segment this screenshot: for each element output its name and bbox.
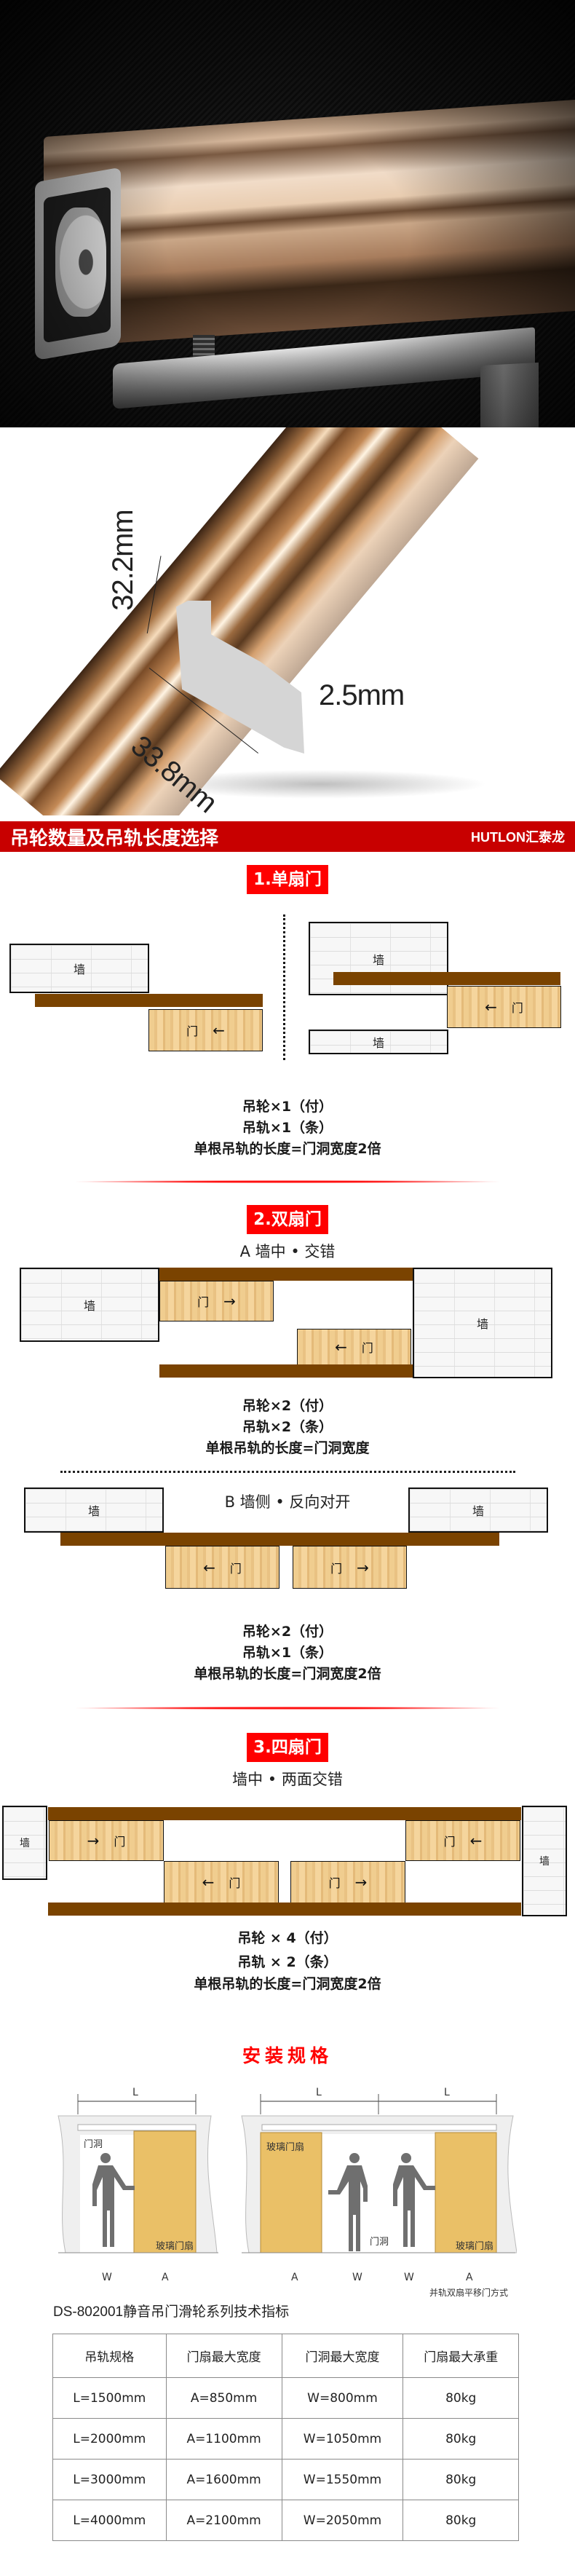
dotted-divider: [60, 1471, 515, 1473]
divider: [76, 1180, 499, 1183]
install-caption: 并轨双扇平移门方式: [429, 2288, 509, 2298]
badge-four-door: 3.四扇门: [247, 1733, 328, 1762]
brand-logo: HUTLON汇泰龙: [471, 830, 565, 845]
badge-double-door: 2.双扇门: [247, 1205, 328, 1234]
wall-block: 墙: [24, 1487, 164, 1533]
door-panel: 门←: [405, 1820, 520, 1861]
wall-block: 墙: [9, 944, 149, 993]
profile-dimension-photo: 32.2mm 2.5mm 33.8mm: [0, 427, 575, 815]
door-panel: →门: [49, 1820, 164, 1861]
wall-block: 墙: [408, 1487, 548, 1533]
double-door-a-diagram: 墙 门→ ←门 墙: [0, 1266, 575, 1378]
door-panel: ←门: [297, 1329, 411, 1365]
wall-block: 墙: [522, 1806, 567, 1916]
door-panel: 门←: [148, 1009, 263, 1051]
four-door-diagram: 墙 →门 门← ←门 门→ 墙: [0, 1806, 575, 1916]
arrow-right-icon: →: [87, 1832, 100, 1849]
subtitle-variant-a: A 墙中 • 交错: [239, 1243, 336, 1260]
wall-block: 墙: [413, 1268, 552, 1378]
spec-double-door-a: 吊轮×2（付） 吊轨×2（条） 单根吊轨的长度=门洞宽度: [205, 1398, 370, 1456]
divider: [76, 1707, 499, 1710]
single-install-figure: L 门洞 玻璃门扇: [57, 2079, 224, 2261]
section-title: 吊轮数量及吊轨长度选择: [10, 827, 219, 850]
arrow-left-icon: ←: [203, 1558, 215, 1576]
rail-track: [60, 1533, 499, 1546]
rail-track: [159, 1268, 413, 1281]
rail-track: [48, 1903, 521, 1916]
dimension-thickness: 2.5mm: [319, 679, 405, 711]
subtitle-variant-b: B 墙侧 • 反向对开: [224, 1493, 351, 1511]
double-install-figure: L L 玻璃门扇 门洞 玻璃门扇: [240, 2079, 517, 2261]
door-panel: 门→: [159, 1281, 274, 1321]
arrow-left-icon: ←: [335, 1338, 347, 1356]
arrow-left-icon: ←: [213, 1022, 225, 1039]
table-header-row: 吊轨规格门扇最大宽度门洞最大宽度门扇最大承重: [52, 2334, 519, 2378]
door-panel: 门→: [293, 1546, 407, 1589]
spec-four-door: 吊轮 × 4（付） 吊轨 × 2（条） 单根吊轨的长度=门洞宽度2倍: [194, 1930, 381, 1992]
dimension-height: 32.2mm: [106, 510, 139, 611]
spec-table-title: DS-802001静音吊门滑轮系列技术指标: [53, 2304, 290, 2320]
spec-double-door-b: 吊轮×2（付） 吊轨×1（条） 单根吊轨的长度=门洞宽度2倍: [194, 1624, 381, 1682]
wall-block: 墙: [2, 1806, 47, 1880]
door-panel: ←门: [165, 1546, 279, 1589]
door-panel: ←门: [447, 986, 561, 1028]
arrow-left-icon: ←: [202, 1873, 215, 1891]
wall-block: 墙: [309, 1030, 448, 1054]
rail-track: [48, 1807, 521, 1820]
section-header-bar: 吊轮数量及吊轨长度选择 HUTLON汇泰龙: [0, 821, 575, 852]
spec-single-door: 吊轮×1（付） 吊轨×1（条） 单根吊轨的长度=门洞宽度2倍: [194, 1099, 381, 1157]
double-door-b-diagram: 墙 B 墙侧 • 反向对开 墙 ←门 门→: [0, 1487, 575, 1589]
subtitle-four-door: 墙中 • 两面交错: [232, 1771, 343, 1788]
arrow-left-icon: ←: [485, 998, 497, 1016]
installation-title: 安装规格: [242, 2045, 333, 2066]
arrow-right-icon: →: [354, 1873, 368, 1891]
hero-product-photo: [0, 0, 575, 427]
rail-profile-image: [0, 427, 479, 815]
wall-block: 墙: [20, 1268, 159, 1342]
arrow-left-icon: ←: [469, 1832, 483, 1849]
rail-track: [333, 972, 560, 985]
rail-track: [35, 994, 263, 1007]
arrow-right-icon: →: [223, 1292, 236, 1310]
door-panel: 门→: [290, 1861, 405, 1903]
door-panel: ←门: [164, 1861, 279, 1903]
single-door-diagram: 墙 门← 墙 ←门 墙: [0, 894, 575, 1060]
badge-single-door: 1.单扇门: [247, 865, 328, 894]
rail-track: [159, 1364, 413, 1378]
arrow-right-icon: →: [357, 1558, 369, 1576]
installation-diagrams: L 门洞 玻璃门扇 W A L L 玻璃门扇 门洞 玻璃门扇 A W W A 并…: [0, 2069, 575, 2298]
